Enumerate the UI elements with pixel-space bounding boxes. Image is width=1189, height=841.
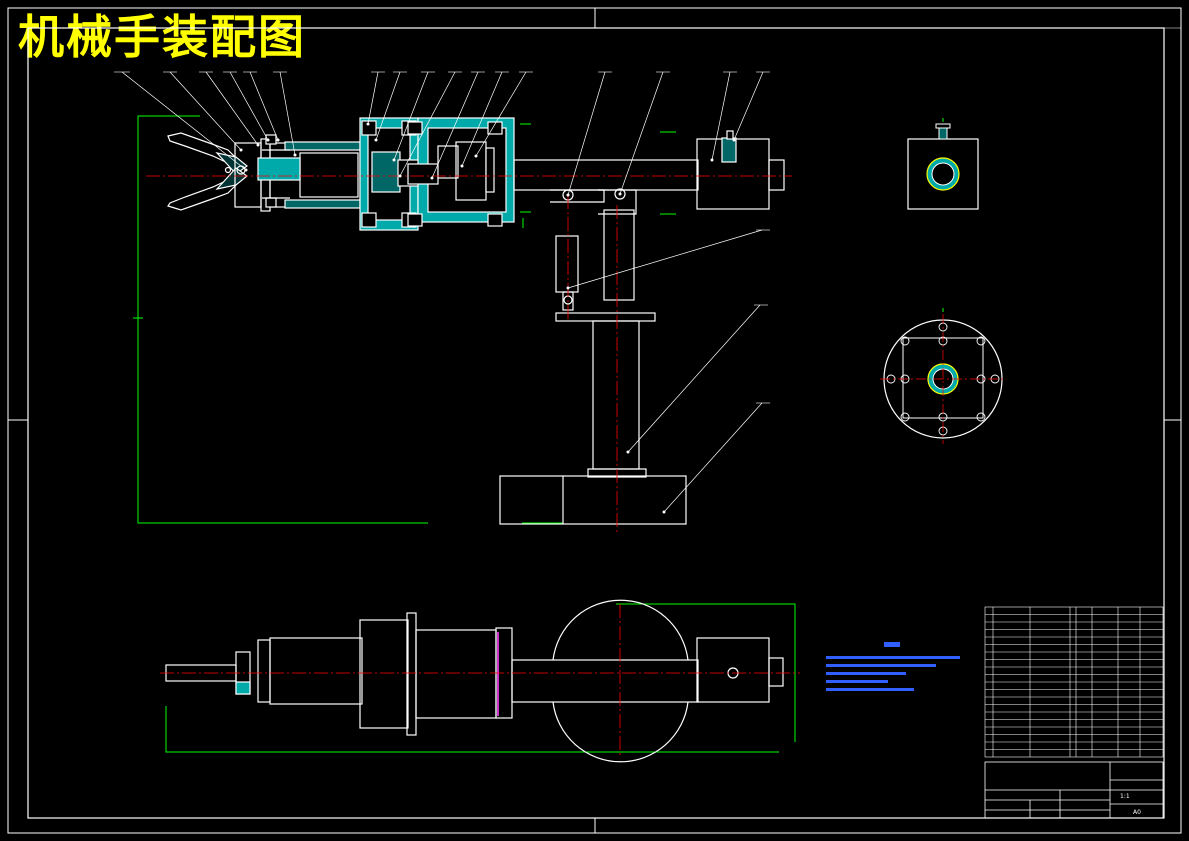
parts-list	[984, 606, 1164, 758]
balloon-marks	[239, 122, 736, 514]
horizontal-arm	[513, 130, 785, 215]
side-view	[907, 118, 979, 210]
flange-view	[880, 308, 1006, 444]
sheet-border	[7, 7, 1182, 834]
gripper-cylinder	[234, 134, 361, 212]
technical-notes	[826, 642, 960, 691]
dimension-lines	[133, 115, 676, 524]
scale-value: 1:1	[1120, 793, 1130, 800]
column-and-base	[499, 209, 687, 525]
drawing-title: 机械手装配图	[18, 10, 306, 64]
front-view	[114, 71, 792, 532]
sheet-size: A0	[1133, 809, 1141, 816]
top-view	[160, 599, 800, 763]
centerlines	[146, 175, 792, 532]
balloon-leaders	[121, 71, 764, 513]
wrist-section	[359, 117, 515, 231]
title-block	[984, 761, 1164, 819]
balloon-underlines	[114, 71, 770, 404]
